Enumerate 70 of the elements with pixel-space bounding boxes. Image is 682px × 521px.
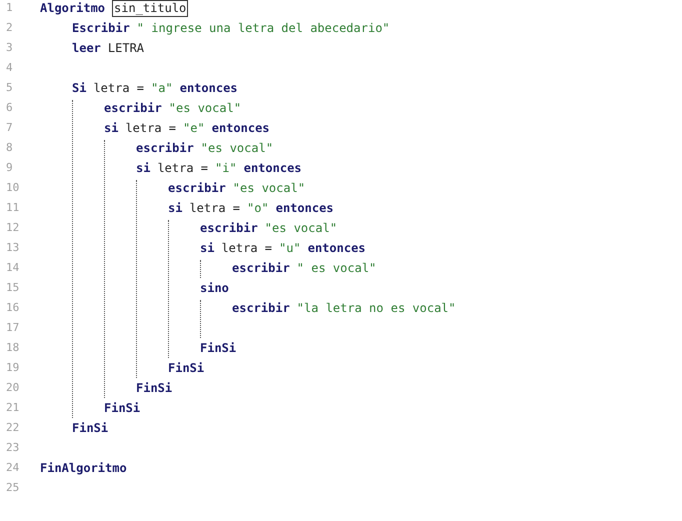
code-string: "i" — [215, 160, 237, 177]
code-string: "es vocal" — [168, 100, 242, 117]
line-number: 23 — [6, 440, 20, 456]
line-number: 9 — [6, 160, 13, 176]
line-number: 17 — [6, 320, 20, 336]
code-keyword: escribir — [232, 260, 290, 277]
code-keyword: entonces — [308, 240, 366, 257]
code-text: LETRA — [108, 40, 144, 57]
code-keyword: si — [168, 200, 182, 217]
line-number: 12 — [6, 220, 20, 236]
code-keyword: entonces — [244, 160, 302, 177]
code-string: "la letra no es vocal" — [296, 300, 456, 317]
code-keyword: sino — [200, 280, 229, 297]
line-number: 2 — [6, 20, 13, 36]
line-number: 10 — [6, 180, 20, 196]
code-keyword: si — [104, 120, 118, 137]
code-keyword: Si — [72, 80, 86, 97]
line-number: 11 — [6, 200, 20, 216]
line-number: 7 — [6, 120, 13, 136]
line-number: 19 — [6, 360, 20, 376]
code-keyword: FinSi — [200, 340, 236, 357]
line-number: 4 — [6, 60, 13, 76]
code-keyword: FinSi — [104, 400, 140, 417]
line-number: 25 — [6, 480, 20, 496]
code-text: letra = — [125, 120, 176, 137]
code-keyword: entonces — [276, 200, 334, 217]
line-number: 22 — [6, 420, 20, 436]
code-keyword: leer — [72, 40, 101, 57]
code-keyword: FinSi — [136, 380, 172, 397]
line-number: 20 — [6, 380, 20, 396]
line-number: 24 — [6, 460, 20, 476]
line-number: 6 — [6, 100, 13, 116]
line-number: 15 — [6, 280, 20, 296]
code-keyword: escribir — [104, 100, 162, 117]
code-string: "e" — [183, 120, 205, 137]
code-keyword: escribir — [136, 140, 194, 157]
code-identifier: sin_titulo — [112, 0, 188, 16]
code-keyword: Algoritmo — [40, 0, 106, 17]
line-number: 18 — [6, 340, 20, 356]
line-number: 3 — [6, 40, 13, 56]
line-number: 1 — [6, 0, 13, 16]
code-keyword: FinSi — [168, 360, 204, 377]
code-keyword: escribir — [200, 220, 258, 237]
code-keyword: escribir — [232, 300, 290, 317]
code-keyword: entonces — [212, 120, 270, 137]
code-string: "es vocal" — [264, 220, 338, 237]
code-keyword: entonces — [180, 80, 238, 97]
code-text: letra = — [221, 240, 272, 257]
code-string: "es vocal" — [200, 140, 274, 157]
line-number: 21 — [6, 400, 20, 416]
code-keyword: si — [136, 160, 150, 177]
code-text: letra = — [93, 80, 144, 97]
code-string: " es vocal" — [296, 260, 376, 277]
code-keyword: si — [200, 240, 214, 257]
line-number: 5 — [6, 80, 13, 96]
code-string: "o" — [247, 200, 269, 217]
code-keyword: FinAlgoritmo — [40, 460, 127, 477]
code-text: letra = — [189, 200, 240, 217]
line-number: 14 — [6, 260, 20, 276]
code-string: "a" — [151, 80, 173, 97]
line-number: 13 — [6, 240, 20, 256]
line-number: 16 — [6, 300, 20, 316]
line-number: 8 — [6, 140, 13, 156]
code-string: " ingrese una letra del abecedario" — [136, 20, 390, 37]
code-keyword: Escribir — [72, 20, 130, 37]
code-text: letra = — [157, 160, 208, 177]
code-string: "es vocal" — [232, 180, 306, 197]
code-string: "u" — [279, 240, 301, 257]
code-keyword: escribir — [168, 180, 226, 197]
code-keyword: FinSi — [72, 420, 108, 437]
